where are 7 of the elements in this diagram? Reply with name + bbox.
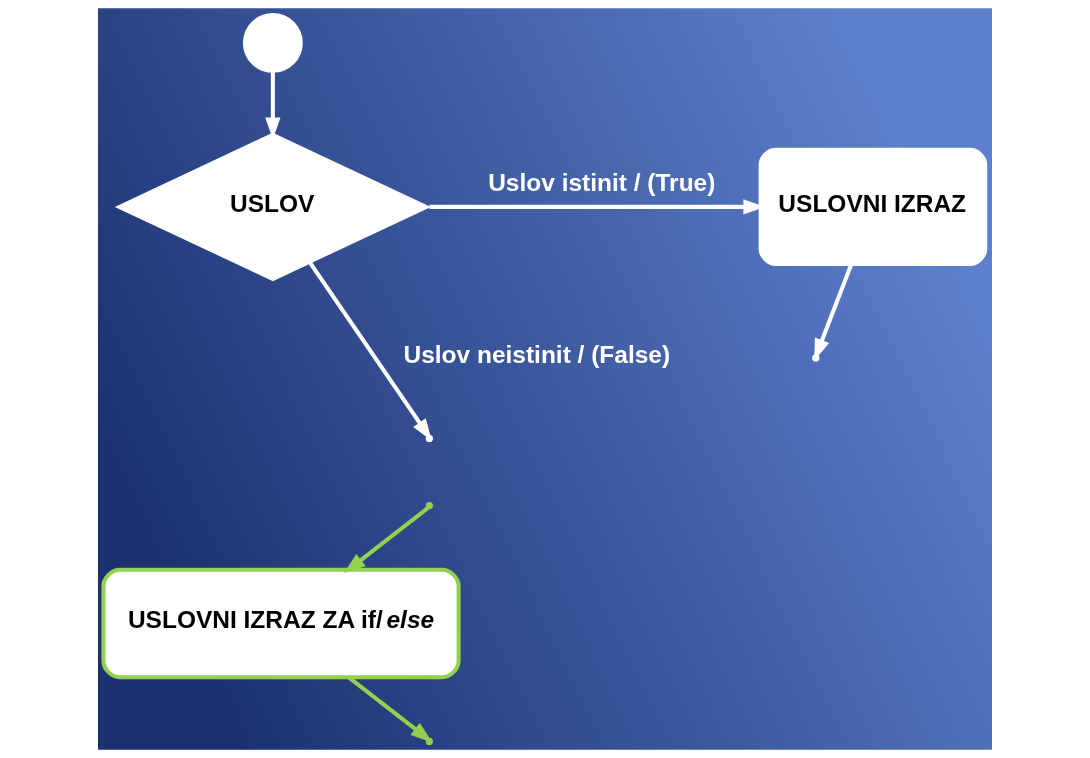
- node-box: USLOVNI IZRAZ ZA if/else: [101, 567, 461, 680]
- edge-label: Uslov neistinit / (False): [403, 340, 671, 368]
- node-diamond: USLOV: [114, 132, 431, 282]
- node-box: USLOVNI IZRAZ: [758, 147, 988, 267]
- edge-label: Uslov istinit / (True): [488, 169, 716, 197]
- node-circle: [242, 13, 303, 73]
- arrow: [343, 506, 429, 574]
